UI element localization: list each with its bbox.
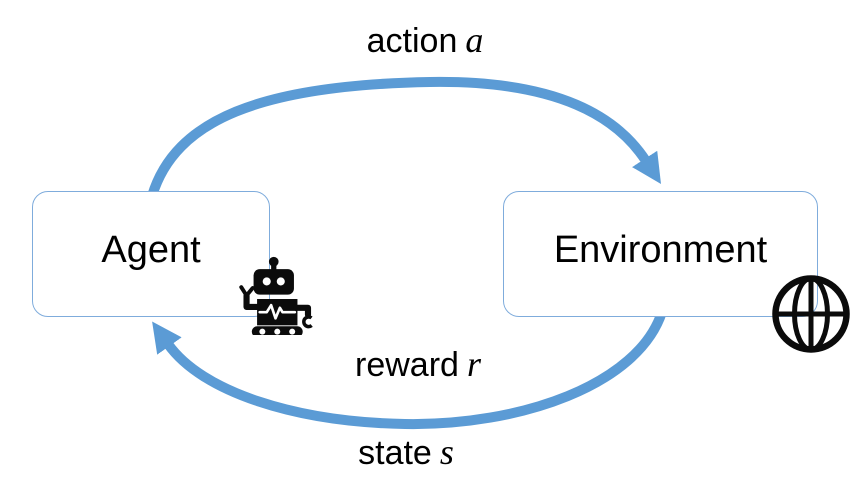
action-word: action [366,22,458,60]
action-variable: a [465,20,484,60]
state-reward-arrow [152,310,667,430]
action-arrow [147,76,662,198]
robot-icon [239,256,313,335]
environment-label: Environment [553,229,768,271]
agent-label: Agent [101,229,201,271]
reward-word: reward [355,346,459,384]
environment-box: Environment [503,191,818,317]
agent-box: Agent [32,191,270,317]
state-word: state [358,434,432,472]
reward-variable: r [466,344,481,384]
state-variable: s [439,432,454,472]
globe-icon [772,275,850,353]
